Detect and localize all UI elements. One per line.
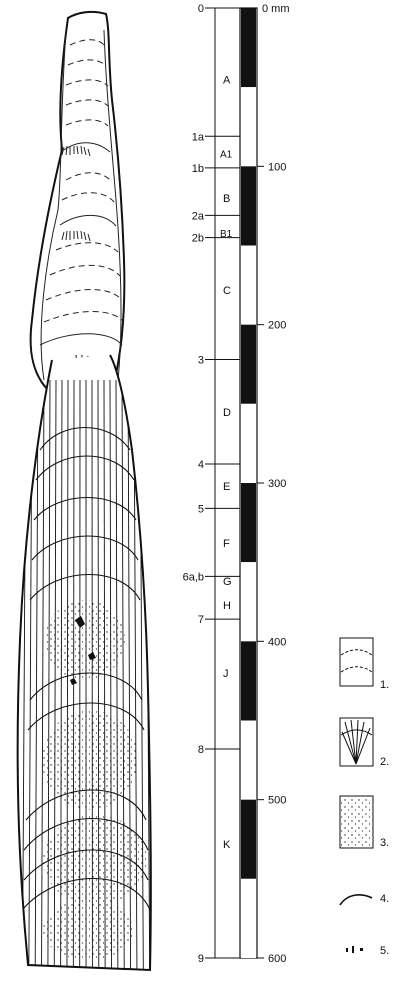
legend-item-2-symbol (340, 718, 373, 766)
legend-item-4-symbol (340, 895, 372, 905)
legend-item-5-label: 5. (380, 945, 389, 957)
legend-item-1-symbol (340, 638, 373, 686)
scale-block (241, 483, 256, 562)
legend-item-2-label: 2. (380, 756, 389, 768)
zone-label-B1: B1 (220, 229, 233, 240)
growth-hatch-line (152, 380, 156, 970)
zone-label-G: G (223, 576, 232, 588)
zone-label-F: F (223, 538, 230, 550)
zone-label-C: C (223, 285, 231, 297)
scale-label-500: 500 (268, 795, 286, 807)
scale-block (241, 8, 256, 87)
zone-label-D: D (223, 407, 231, 419)
scale-label-100: 100 (268, 161, 286, 173)
sample-label-8: 8 (198, 744, 204, 756)
sample-label-5: 5 (198, 503, 204, 515)
scale-block (241, 166, 256, 245)
scale-block (241, 800, 256, 879)
scale-block (241, 879, 256, 958)
scale-bar-blocks (241, 8, 256, 958)
scale-label-200: 200 (268, 320, 286, 332)
scale-origin-label: 0 mm (262, 3, 290, 15)
legend-item-3-label: 3. (380, 837, 389, 849)
sample-label-9: 9 (198, 953, 204, 965)
legend-item-3-symbol (340, 796, 373, 848)
sample-label-4: 4 (198, 459, 204, 471)
scale-label-400: 400 (268, 636, 286, 648)
sample-label-7: 7 (198, 614, 204, 626)
sample-label-0: 0 (198, 3, 204, 15)
growth-hatch-line (10, 380, 14, 970)
scale-block (241, 87, 256, 166)
zone-label-K: K (223, 839, 231, 851)
legend-item-1-label: 1. (380, 679, 389, 691)
legend: 1. 2. 3. 4. 5. (340, 638, 389, 957)
zone-label-B: B (223, 193, 230, 205)
sample-label-2b: 2b (192, 233, 204, 245)
scale-block (241, 721, 256, 800)
scale-block (241, 246, 256, 325)
stalagmite-outline-upper (31, 12, 125, 392)
scale-block (241, 641, 256, 720)
legend-item-5-symbol (346, 946, 363, 953)
sample-label-2a: 2a (192, 210, 205, 222)
scale-block (241, 325, 256, 404)
scale-label-300: 300 (268, 478, 286, 490)
zone-label-E: E (223, 481, 230, 493)
legend-item-4-label: 4. (380, 893, 389, 905)
sample-label-1b: 1b (192, 163, 204, 175)
sample-label-3: 3 (198, 355, 204, 367)
sample-label-1a: 1a (192, 131, 205, 143)
stalagmite-drawing (10, 12, 156, 970)
zone-label-H: H (223, 600, 231, 612)
scale-label-600: 600 (268, 953, 286, 965)
zone-label-J: J (223, 668, 229, 680)
scale-block (241, 562, 256, 641)
sample-label-6ab: 6a,b (183, 571, 204, 583)
zone-label-A1: A1 (220, 150, 233, 161)
scale-block (241, 404, 256, 483)
zone-label-A: A (223, 74, 231, 86)
